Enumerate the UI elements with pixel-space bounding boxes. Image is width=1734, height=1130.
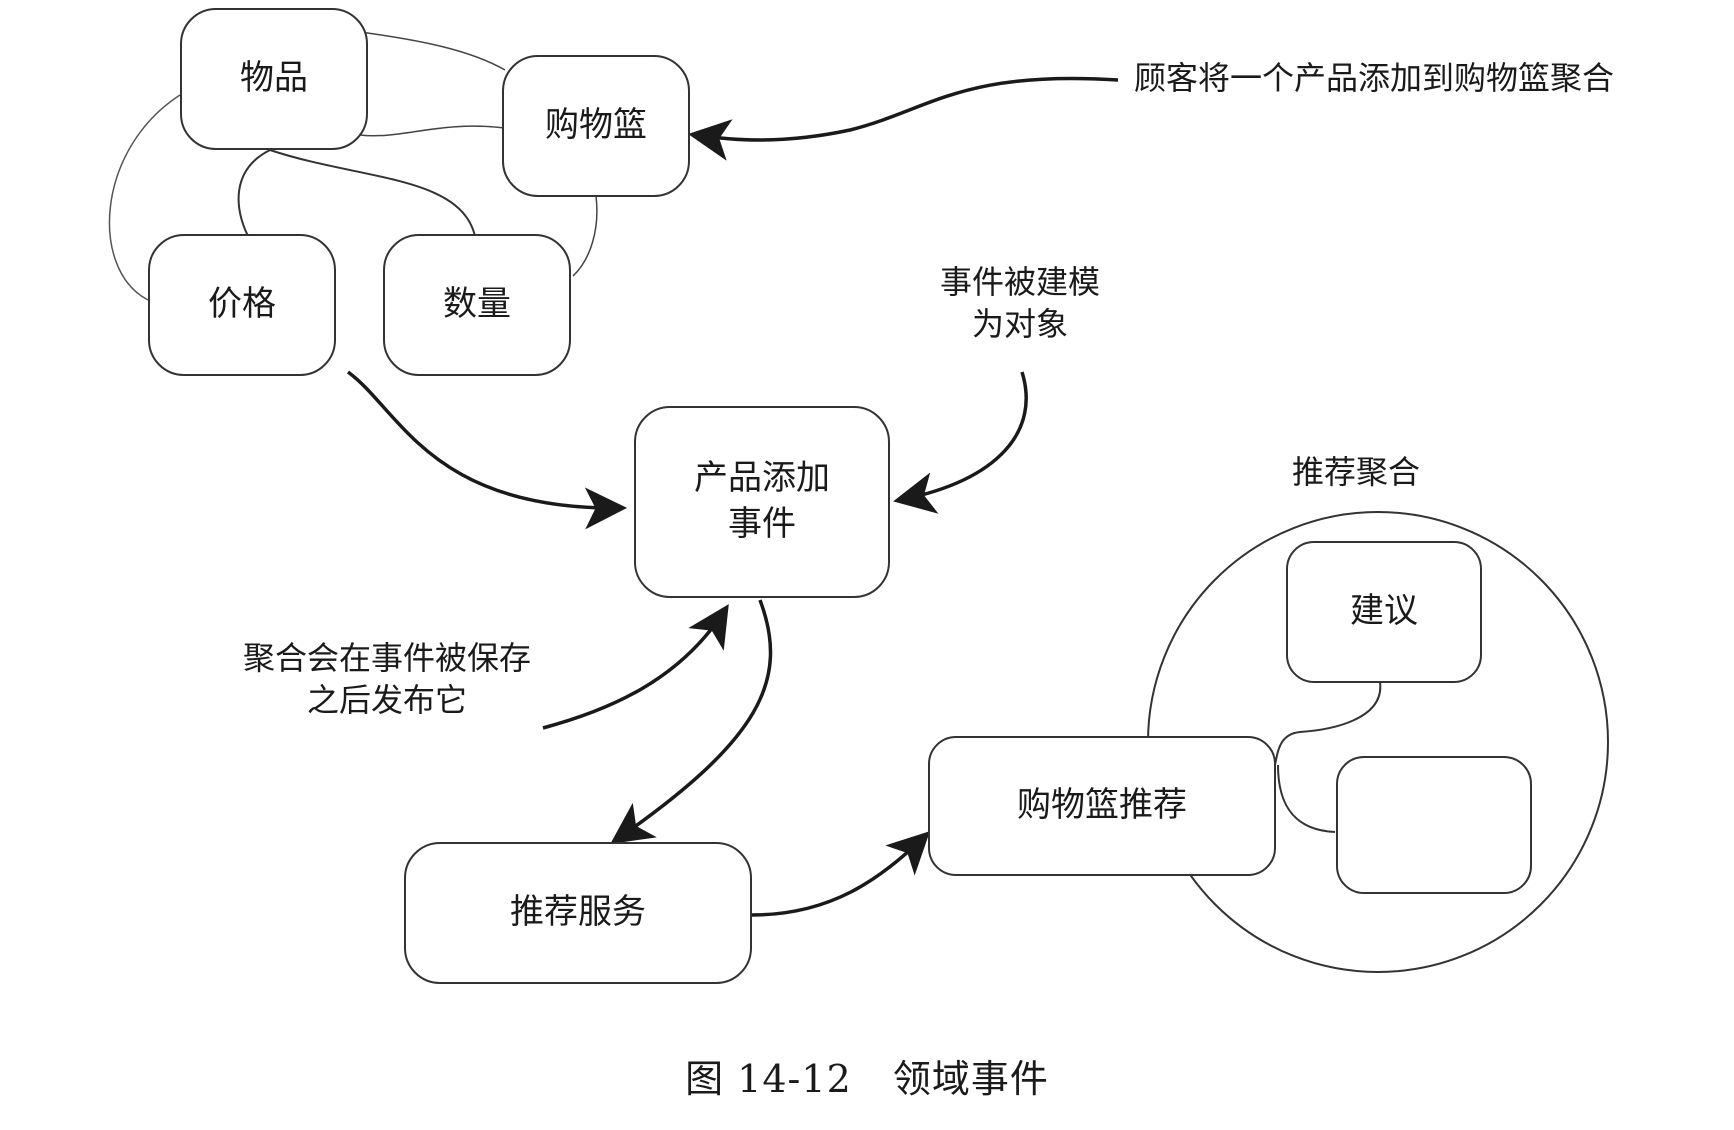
arrow-customer-to-basket <box>688 76 1119 161</box>
aggregate-publishes-label: 聚合会在事件被保存 之后发布它 <box>242 639 531 719</box>
quantity-box[interactable]: 数量 <box>383 234 571 376</box>
suggestion-box[interactable]: 建议 <box>1286 541 1482 683</box>
customer-adds-label: 顾客将一个产品添加到购物篮聚合 <box>1134 59 1615 97</box>
link-suggestion-basket-rec <box>1274 681 1382 766</box>
link-item-price-outer <box>108 94 181 301</box>
event-modeled-label: 事件被建模 为对象 <box>939 263 1100 343</box>
recommendation-service-box[interactable]: 推荐服务 <box>404 842 752 984</box>
link-item-price <box>237 149 271 237</box>
product-added-event-box[interactable]: 产品添加 事件 <box>634 406 890 598</box>
arrow-publish-to-event <box>542 604 729 730</box>
link-item-quantity <box>269 149 476 237</box>
figure-title: 领域事件 <box>892 1057 1049 1101</box>
item-box[interactable]: 物品 <box>180 8 368 150</box>
price-box[interactable]: 价格 <box>148 234 336 376</box>
figure-caption: 图 14-12 领域事件 <box>0 1048 1734 1103</box>
empty-box[interactable] <box>1336 756 1532 894</box>
basket-recommendation-box[interactable]: 购物篮推荐 <box>928 736 1276 876</box>
arrow-service-to-basket-recommendation <box>751 831 931 917</box>
arrow-aggregate-to-event <box>346 370 627 530</box>
link-item-basket-top <box>359 31 506 71</box>
figure-number: 图 14-12 <box>685 1057 852 1101</box>
link-basket-quantity <box>572 195 598 277</box>
recommendation-aggregate-label: 推荐聚合 <box>1292 453 1421 491</box>
link-basket-rec-empty <box>1277 764 1336 833</box>
link-item-basket-mid <box>359 125 506 137</box>
arrow-modeled-to-event <box>893 371 1028 514</box>
arrow-event-to-service <box>610 599 773 844</box>
basket-box[interactable]: 购物篮 <box>502 55 690 197</box>
